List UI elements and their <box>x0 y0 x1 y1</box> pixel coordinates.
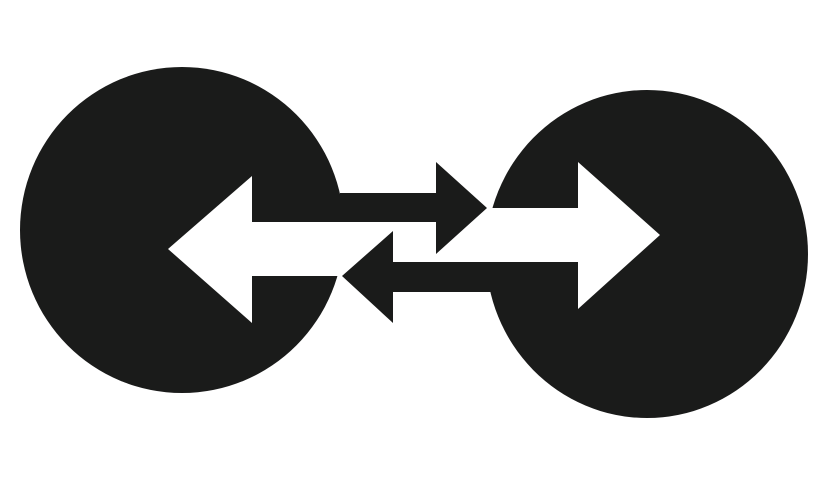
left-circle <box>20 67 344 393</box>
right-white-arrow-icon <box>480 162 660 309</box>
right-dark-arrow-icon <box>340 162 487 254</box>
right-circle <box>486 90 808 418</box>
left-dark-arrow-icon <box>342 231 492 323</box>
left-white-arrow-icon <box>168 176 350 323</box>
